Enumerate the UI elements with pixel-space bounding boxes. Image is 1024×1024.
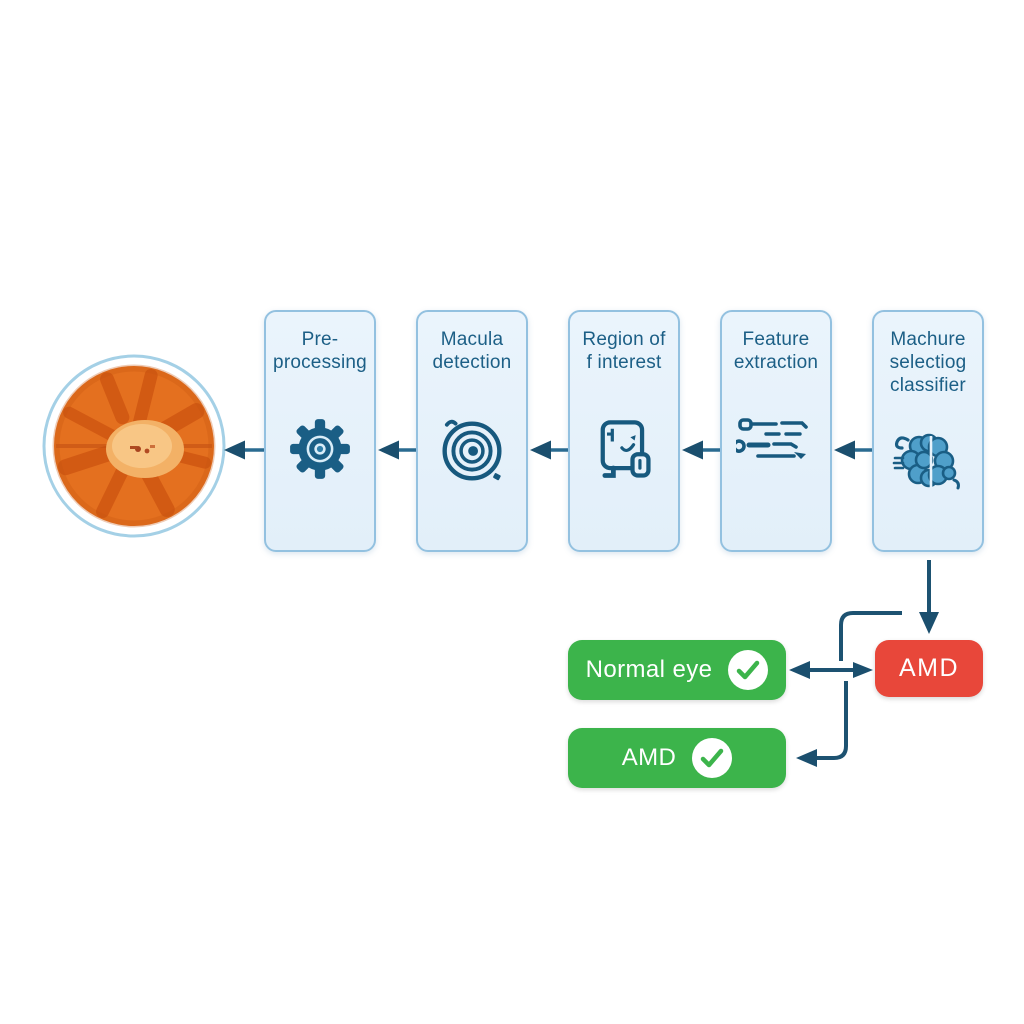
- check-circle-icon: [692, 738, 733, 778]
- result-amd-red: AMD: [875, 640, 983, 697]
- node-title-line: extraction: [733, 352, 819, 373]
- node-title-line: Region of: [582, 329, 666, 350]
- node-pre-processing: Pre- processing: [264, 310, 376, 552]
- node-title-line: Feature: [742, 329, 810, 350]
- amd-to-green-amd-arrow: [796, 681, 848, 767]
- node-title-line: f interest: [586, 352, 662, 373]
- node-title-line: detection: [432, 352, 512, 373]
- node-region-of-interest: Region of f interest: [568, 310, 680, 552]
- brain-icon: [892, 433, 960, 490]
- node-title-line: Macula: [440, 329, 504, 350]
- node-title: Macula detection: [418, 328, 526, 374]
- result-label: AMD: [898, 654, 960, 682]
- node-title-line: Pre-: [301, 329, 339, 350]
- node-classifier: Machure selectiog classifier: [872, 310, 984, 552]
- fundus-rim-shade: [52, 364, 216, 528]
- result-label: Normal eye: [585, 656, 713, 683]
- node-feature-extraction: Feature extraction: [720, 310, 832, 552]
- gear-icon: [290, 419, 350, 479]
- node-title: Region of f interest: [570, 328, 678, 374]
- node-title-line: processing: [273, 352, 367, 373]
- node-title-line: Machure: [890, 329, 966, 350]
- amd-to-normal-arrow: [789, 661, 873, 679]
- down-arrow: [919, 560, 939, 634]
- fundus-macula: [106, 420, 184, 478]
- node-title-line: classifier: [890, 375, 966, 396]
- node-title: Feature extraction: [722, 328, 830, 374]
- check-circle-icon: [728, 650, 769, 690]
- result-normal-eye: Normal eye: [568, 640, 786, 700]
- node-title: Machure selectiog classifier: [874, 328, 982, 397]
- node-macula-detection: Macula detection: [416, 310, 528, 552]
- feature-lines-icon: [736, 418, 808, 459]
- node-title: Pre- processing: [266, 328, 374, 374]
- retinal-fundus-image: [42, 354, 226, 538]
- node-title-line: selectiog: [889, 352, 967, 373]
- fundus-vessels: [57, 368, 212, 519]
- roi-document-icon: [600, 420, 651, 478]
- result-amd-green: AMD: [568, 728, 786, 788]
- target-icon: [442, 419, 502, 481]
- result-label: AMD: [621, 744, 677, 771]
